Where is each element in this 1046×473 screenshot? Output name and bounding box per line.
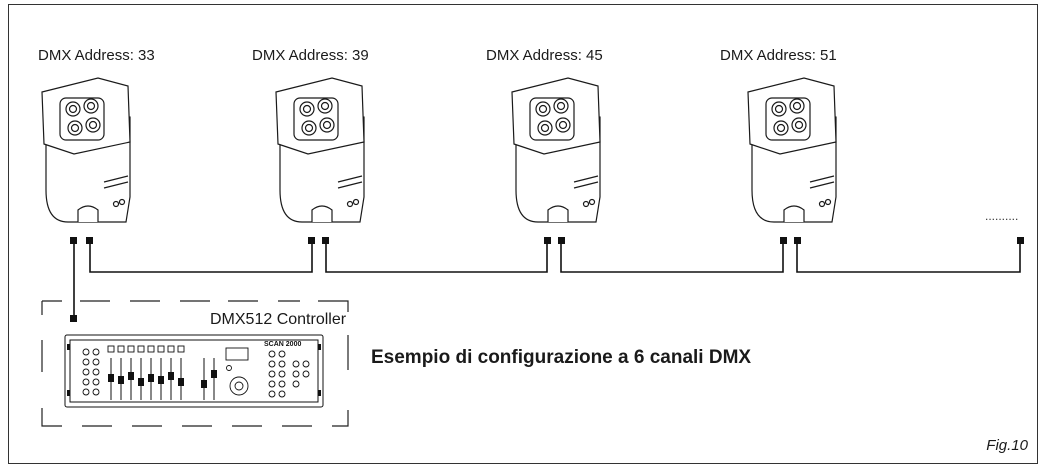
figure-number: Fig.10 <box>986 437 1028 454</box>
connector <box>1017 237 1024 244</box>
par-light-fixture-3 <box>511 77 601 223</box>
cable-fixture-1-to-2 <box>89 240 313 273</box>
dmx512-controller-device: SCAN 2000 <box>64 334 324 408</box>
connector <box>544 237 551 244</box>
address-label-4: DMX Address: 51 <box>720 47 837 64</box>
address-label-3: DMX Address: 45 <box>486 47 603 64</box>
address-label-2: DMX Address: 39 <box>252 47 369 64</box>
connector <box>308 237 315 244</box>
address-label-1: DMX Address: 33 <box>38 47 155 64</box>
par-light-fixture-4 <box>747 77 837 223</box>
connector <box>322 237 329 244</box>
continuation-dots: .......... <box>985 209 1018 223</box>
connector <box>70 315 77 322</box>
connector <box>86 237 93 244</box>
cable-fixture-2-to-3 <box>325 240 548 273</box>
connector <box>70 237 77 244</box>
cable-fixture-3-to-4 <box>560 240 784 273</box>
par-light-fixture-1 <box>41 77 131 223</box>
cable-fixture-4-onward <box>796 240 1021 273</box>
controller-brand-label: SCAN 2000 <box>264 341 301 348</box>
controller-label: DMX512 Controller <box>210 311 347 328</box>
connector <box>794 237 801 244</box>
connector <box>558 237 565 244</box>
figure-frame <box>8 4 1038 464</box>
connector <box>780 237 787 244</box>
example-caption: Esempio di configurazione a 6 canali DMX <box>371 347 752 368</box>
par-light-fixture-2 <box>275 77 365 223</box>
